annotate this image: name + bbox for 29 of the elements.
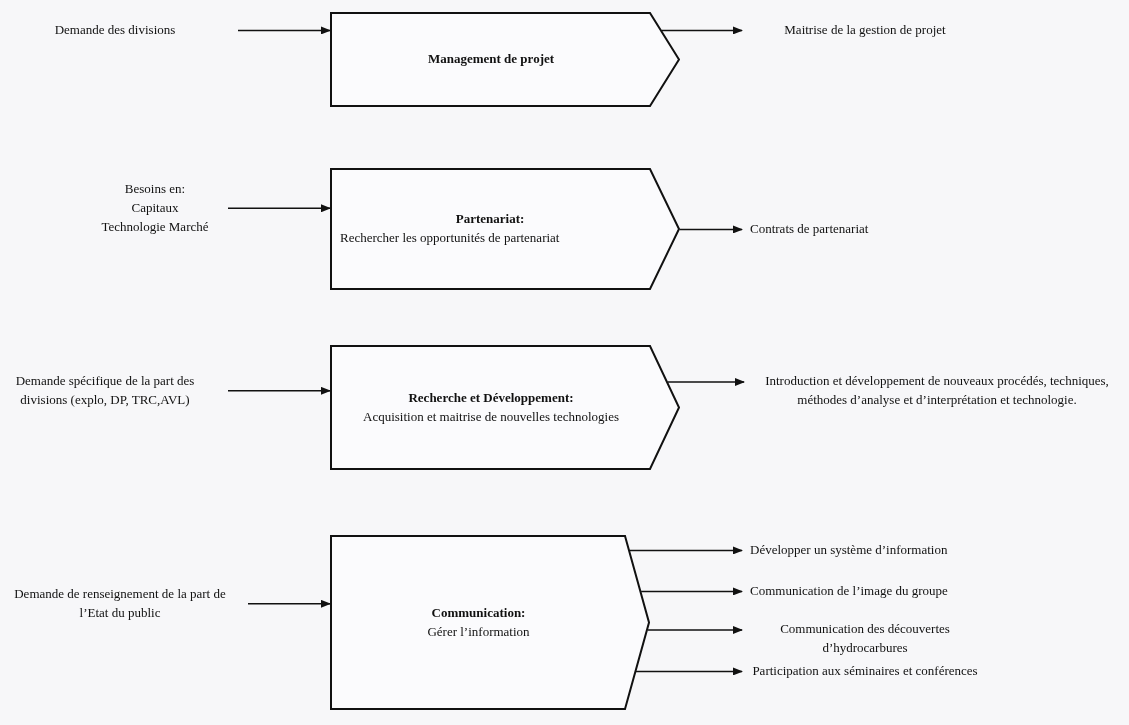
flow-text: Communication de l’image du groupe	[750, 582, 949, 600]
box-text: Acquisition et maitrise de nouvelles technologies	[362, 407, 620, 426]
flow-text: Demande de renseignement de la part de l’Etat du public	[13, 585, 227, 622]
arrow	[227, 204, 331, 213]
arrow	[647, 626, 743, 634]
flow-text: Développer un système d’information	[750, 541, 949, 559]
arrow	[635, 667, 743, 676]
arrow	[640, 587, 743, 596]
arrow	[628, 546, 743, 555]
arrow	[679, 225, 743, 234]
flow-text: Demande spécifique de la part des divisions (explo, DP, TRC,AVL)	[14, 372, 196, 409]
box-heading: Recherche et Développement:	[408, 388, 574, 407]
flow-text: Besoins en: Capitaux Technologie Marché	[100, 180, 210, 236]
arrow	[247, 599, 331, 608]
arrow	[237, 26, 331, 35]
arrow	[227, 386, 331, 395]
arrow	[660, 26, 743, 35]
box-heading: Partenariat:	[455, 210, 525, 229]
flow-text: Maitrise de la gestion de projet	[783, 21, 947, 39]
box-text: Rechercher les opportunités de partenariat	[340, 229, 561, 247]
flow-text: Contrats de partenariat	[750, 220, 870, 238]
flow-text: Introduction et développement de nouveaux procédés, techniques, méthodes d’analyse et d’interprétation et technologie.	[764, 372, 1110, 409]
flow-text: Participation aux séminaires et conférences	[751, 662, 979, 680]
box-text: Gérer l’information	[426, 622, 531, 641]
box-heading: Communication:	[431, 603, 526, 622]
arrow	[667, 378, 745, 386]
flow-text: Communication des découvertes d’hydrocarbures	[779, 620, 951, 657]
box-heading: Management de projet	[427, 50, 555, 69]
flow-text: Demande des divisions	[53, 21, 177, 39]
